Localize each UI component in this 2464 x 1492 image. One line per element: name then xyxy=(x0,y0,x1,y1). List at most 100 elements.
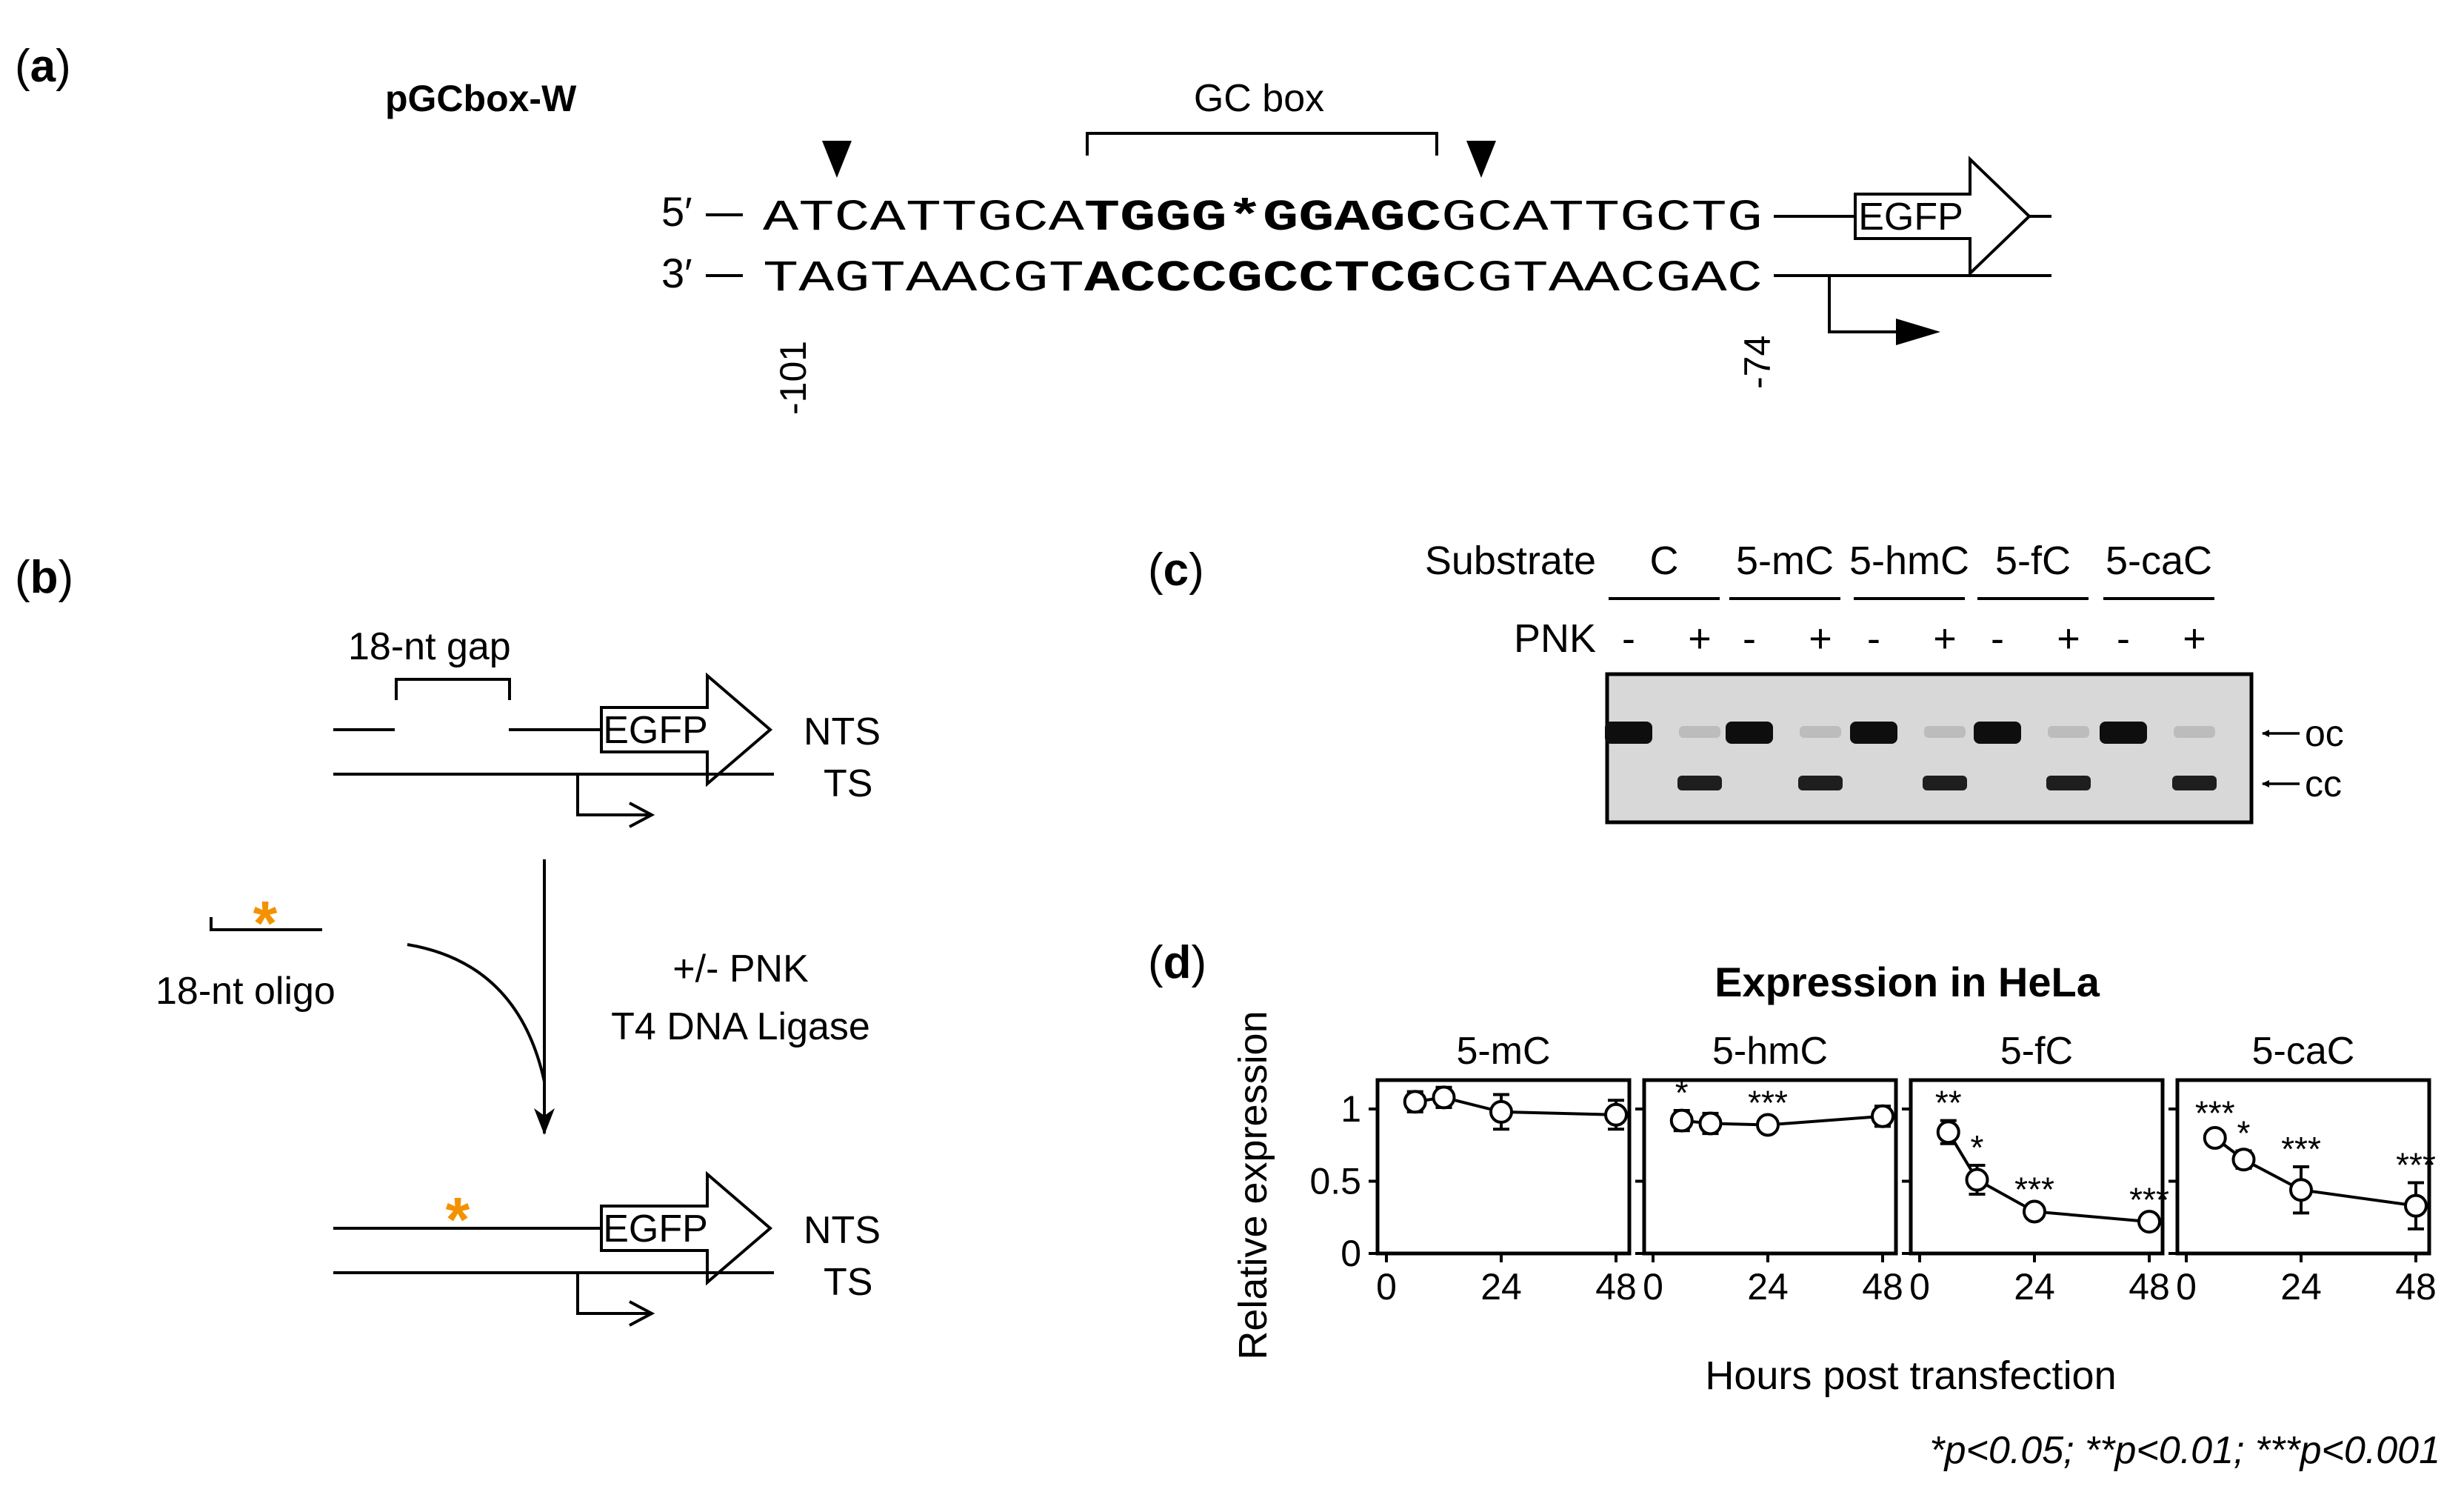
y-axis-label: Relative expression xyxy=(1231,1010,1275,1359)
x-tick-label: 48 xyxy=(1595,1266,1637,1308)
panel-d: (d) Expression in HeLa Relative expressi… xyxy=(1148,937,2440,1472)
significance-mark: *** xyxy=(2396,1145,2436,1184)
data-point xyxy=(1871,1104,1894,1128)
gc-box-label: GC box xyxy=(1194,77,1324,120)
data-point xyxy=(2231,1148,2256,1172)
top-strand-end: 5′ xyxy=(661,188,692,235)
data-point xyxy=(1965,1168,1989,1192)
data-point xyxy=(1698,1111,1723,1136)
x-tick-label: 48 xyxy=(2395,1266,2437,1308)
chart-title-5-cac: 5-caC xyxy=(2252,1030,2355,1073)
significance-mark: *** xyxy=(2281,1130,2321,1168)
oligo-modification-star: * xyxy=(253,888,278,958)
pnk-state: - xyxy=(1991,616,2004,661)
data-point xyxy=(2404,1193,2428,1218)
egfp-arrow-top-icon xyxy=(600,672,773,787)
panel-b: (b) 18-nt gap EGFP NTS TS * 18-nt oligo … xyxy=(15,552,881,1327)
top-seq-right: GCATTGCTG xyxy=(1441,193,1763,243)
data-point xyxy=(1669,1108,1694,1133)
panel-c-open: ( xyxy=(1148,544,1163,596)
oc-label: oc xyxy=(2305,713,2344,754)
nts-label-bottom: NTS xyxy=(804,1209,881,1252)
x-tick-label: 48 xyxy=(2129,1266,2170,1308)
gap-bracket xyxy=(395,678,511,700)
step-line-2: T4 DNA Ligase xyxy=(611,1005,870,1048)
gel-band-cc xyxy=(2172,776,2217,790)
tss-arrowhead-top-icon xyxy=(629,802,655,828)
top-seq-left: ATCATTGCA xyxy=(763,193,1085,243)
x-tick-label: 0 xyxy=(1376,1266,1397,1308)
egfp-arrow-icon xyxy=(1854,156,2031,277)
substrate-c: C xyxy=(1650,539,1679,583)
svg-text:(c): (c) xyxy=(1148,544,1204,596)
gc-box-bracket xyxy=(1086,132,1438,156)
data-point xyxy=(1403,1090,1427,1114)
panel-c-letter: c xyxy=(1163,544,1189,596)
panel-b-letter: b xyxy=(30,552,59,603)
egfp-arrow-bottom-icon xyxy=(600,1170,773,1286)
gel-band-oc-faint xyxy=(1679,726,1720,738)
plot-frame xyxy=(1909,1078,2165,1256)
gel-band-oc-faint xyxy=(1800,726,1841,738)
panel-b-open: ( xyxy=(15,552,30,603)
data-point xyxy=(2289,1178,2313,1202)
significance-mark: * xyxy=(1675,1073,1689,1112)
svg-text:(d): (d) xyxy=(1148,937,1206,988)
bottom-seq-left: TAGTAACGT xyxy=(763,254,1084,304)
gel-band-oc-faint xyxy=(2174,726,2215,738)
chart-title: Expression in HeLa xyxy=(1715,959,2100,1005)
panel-a-close: ) xyxy=(56,41,71,92)
significance-mark: ** xyxy=(1935,1084,1962,1122)
cut-site-right-icon xyxy=(1466,141,1496,178)
gel-band-cc xyxy=(1677,776,1722,790)
gel-band-cc xyxy=(1923,776,1967,790)
significance-footnote: *p<0.05; **p<0.01; ***p<0.001 xyxy=(1929,1429,2440,1472)
series-line xyxy=(1415,1096,1617,1116)
significance-mark: *** xyxy=(2129,1180,2169,1219)
pnk-state: + xyxy=(1933,616,1957,661)
substrate-5-fc: 5-fC xyxy=(1995,539,2071,583)
position-left: -101 xyxy=(772,341,814,415)
cut-site-left-icon xyxy=(822,141,852,178)
series-line xyxy=(2214,1136,2417,1208)
data-point xyxy=(1432,1085,1456,1110)
y-tick-label: 0 xyxy=(1340,1233,1361,1274)
data-point xyxy=(2203,1126,2227,1150)
tss-arrow-icon xyxy=(1828,276,1922,333)
chart-title-5-fc: 5-fC xyxy=(2000,1030,2073,1073)
gel-band-oc-faint xyxy=(1924,726,1966,738)
tss-arrowhead-icon xyxy=(1896,319,1940,345)
bottom-seq-gc-box: ACCCGCCTCG xyxy=(1084,254,1441,304)
gel-bands xyxy=(1605,722,2217,790)
gel-band-oc-strong xyxy=(2100,722,2147,744)
x-tick-label: 24 xyxy=(2280,1266,2322,1308)
x-tick-label: 48 xyxy=(1862,1266,1903,1308)
pnk-label: PNK xyxy=(1514,616,1596,661)
ts-label-top: TS xyxy=(824,762,872,805)
data-point xyxy=(2137,1210,2161,1234)
egfp-label-b-bottom: EGFP xyxy=(603,1208,708,1250)
x-tick-label: 0 xyxy=(2176,1266,2197,1308)
significance-mark: * xyxy=(1971,1128,1984,1167)
substrate-label: Substrate xyxy=(1425,539,1596,583)
panel-b-close: ) xyxy=(59,552,74,603)
egfp-label-a: EGFP xyxy=(1858,196,1963,239)
data-point xyxy=(1604,1102,1628,1127)
plot-frame xyxy=(2175,1078,2431,1256)
data-point xyxy=(1756,1113,1780,1137)
pnk-state: - xyxy=(1622,616,1635,661)
pnk-state: + xyxy=(2057,616,2080,661)
x-tick-label: 24 xyxy=(1480,1266,1522,1308)
tss-arrowhead-bottom-icon xyxy=(629,1300,655,1327)
svg-text:(b): (b) xyxy=(15,552,73,603)
gel-band-oc-strong xyxy=(1850,722,1897,744)
bottom-strand-end: 3′ xyxy=(661,250,692,296)
construct-name: pGCbox-W xyxy=(385,78,577,119)
tss-arrow-top-icon xyxy=(576,774,652,816)
plot-frame xyxy=(1642,1078,1898,1256)
